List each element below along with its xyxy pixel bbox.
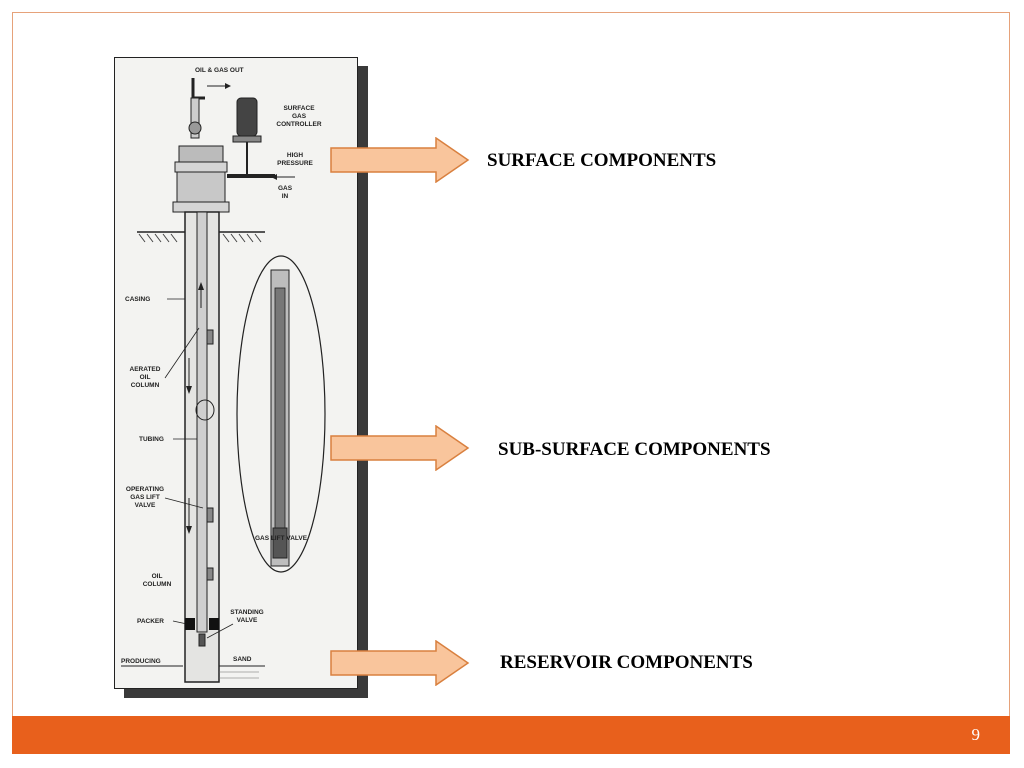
label-producing: PRODUCING — [121, 658, 161, 665]
arrow-reservoir — [330, 640, 470, 686]
valve-detail-seat — [272, 527, 288, 559]
label-oil-1: OIL — [140, 374, 151, 381]
footer-bar: 9 — [12, 716, 1010, 754]
standing-valve-leader — [206, 623, 234, 639]
label-casing: CASING — [125, 296, 150, 303]
label-tubing: TUBING — [139, 436, 164, 443]
label-gas-lift: GAS LIFT — [130, 494, 160, 501]
controller-base — [232, 135, 262, 143]
label-valve-1: VALVE — [135, 502, 156, 509]
label-operating: OPERATING — [126, 486, 164, 493]
label-oil-2: OIL — [152, 573, 163, 580]
out-arrow-head — [225, 83, 231, 89]
flow-arrow-up-head — [198, 282, 204, 290]
callout-reservoir-components: RESERVOIR COMPONENTS — [500, 652, 753, 673]
label-aerated: AERATED — [130, 366, 161, 373]
aerated-leader — [164, 327, 200, 379]
arrow-sub-surface — [330, 425, 470, 471]
outlet-pipe — [191, 78, 205, 100]
valve-detail-ellipse — [236, 255, 326, 573]
label-controller: CONTROLLER — [276, 121, 321, 128]
callout-surface-components: SURFACE COMPONENTS — [487, 150, 717, 171]
casing-head — [176, 171, 226, 203]
gas-bubble — [195, 399, 215, 421]
gas-lift-valve-2 — [206, 507, 214, 523]
sand-hatch — [219, 671, 259, 679]
label-high: HIGH — [287, 152, 304, 159]
flow-arrow-down-1-head — [186, 386, 192, 394]
gas-lift-valve-3 — [206, 567, 214, 581]
ground-hatching — [138, 233, 262, 243]
tubing — [196, 211, 208, 633]
valve-detail-core — [274, 287, 286, 529]
flange-upper — [174, 161, 228, 173]
tree-stem — [190, 97, 200, 139]
gas-controller — [236, 97, 258, 137]
label-standing: STANDING — [230, 609, 263, 616]
label-column-1: COLUMN — [131, 382, 160, 389]
callout-sub-surface-components: SUB-SURFACE COMPONENTS — [498, 439, 771, 460]
label-oil-gas-out: OIL & GAS OUT — [195, 67, 244, 74]
label-valve-2: VALVE — [237, 617, 258, 624]
label-gas-lift-valve: GAS LIFT VALVE — [255, 535, 308, 542]
standing-valve — [198, 633, 206, 647]
arrow-surface — [330, 137, 470, 183]
gas-lift-well-diagram: OIL & GAS OUT SURFACE GAS CONTROLLER HIG… — [114, 57, 358, 689]
label-sand: SAND — [233, 656, 252, 663]
flow-arrow-down-2-head — [186, 526, 192, 534]
tree-valve — [188, 121, 202, 135]
label-pressure: PRESSURE — [277, 160, 313, 167]
label-gas-in-1: GAS — [278, 185, 293, 192]
label-gas: GAS — [292, 113, 307, 120]
label-column-2: COLUMN — [143, 581, 172, 588]
packer-left — [185, 618, 195, 630]
packer-leader — [172, 620, 188, 625]
label-gas-in-2: IN — [282, 193, 289, 200]
well-diagram-svg: OIL & GAS OUT SURFACE GAS CONTROLLER HIG… — [121, 67, 326, 683]
packer-right — [209, 618, 219, 630]
label-packer: PACKER — [137, 618, 164, 625]
tubing-head — [178, 145, 224, 163]
operating-valve-leader — [164, 497, 204, 509]
gas-in-arrow-head — [271, 174, 277, 180]
flange-lower — [172, 201, 230, 213]
label-surface: SURFACE — [283, 105, 315, 112]
gas-lift-valve-1 — [206, 329, 214, 345]
page-number: 9 — [971, 725, 981, 744]
